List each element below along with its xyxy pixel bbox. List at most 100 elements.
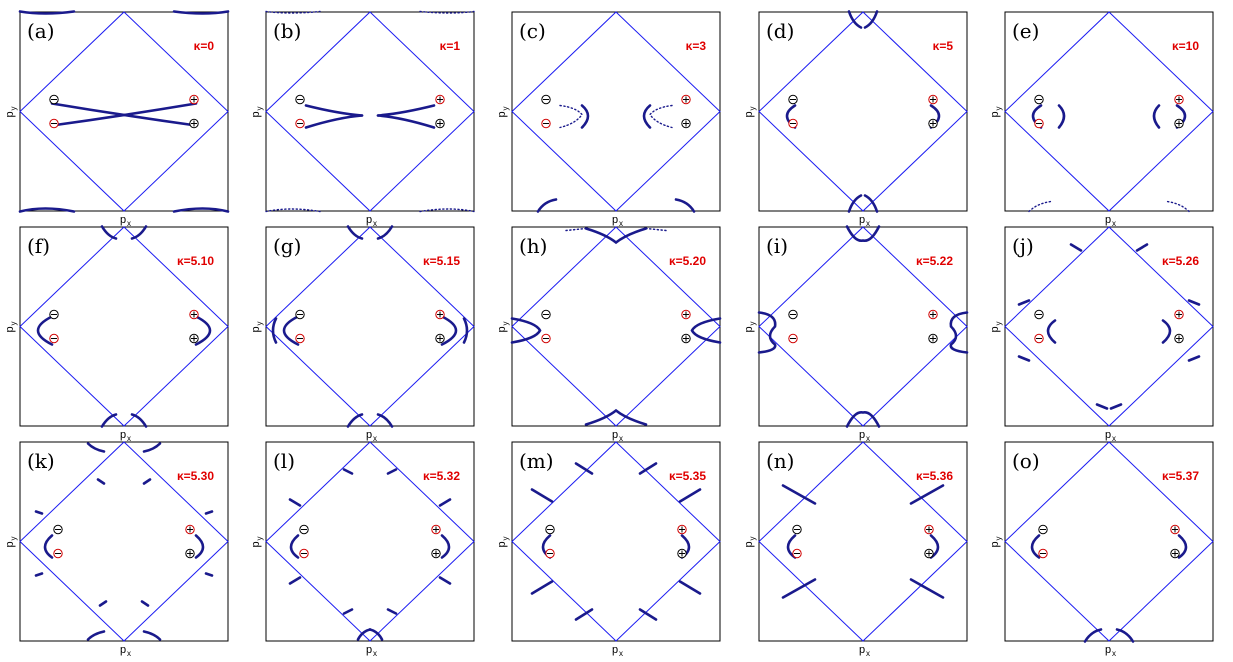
- brillouin-zone: [265, 226, 475, 427]
- minus-node-icon: [295, 333, 305, 344]
- fermi-arc: [674, 198, 696, 213]
- x-axis-label: p: [366, 214, 372, 226]
- brillouin-zone: [265, 441, 475, 642]
- fermi-arc: [1152, 104, 1161, 129]
- fermi-arc: [574, 462, 594, 475]
- fermi-surface: [18, 10, 230, 213]
- fermi-arc: [584, 227, 648, 245]
- plus-node-icon: [928, 94, 938, 105]
- plus-node-icon: [185, 548, 195, 559]
- plus-node-icon: [185, 524, 195, 535]
- fermi-arc: [1069, 243, 1083, 252]
- y-axis-main: p: [250, 326, 262, 332]
- fermi-arc: [98, 600, 108, 607]
- fermi-arc: [376, 114, 436, 129]
- y-axis-main: p: [496, 541, 508, 547]
- minus-node-icon: [1034, 309, 1044, 320]
- fermi-arc: [130, 225, 148, 240]
- y-axis-main: p: [250, 111, 262, 117]
- fermi-arc: [1083, 628, 1103, 643]
- kappa-label: κ=10: [1172, 39, 1199, 53]
- x-axis-label: p: [120, 644, 126, 656]
- panel-tag: (f): [27, 234, 50, 258]
- fermi-arc: [419, 208, 475, 213]
- kappa-label: κ=5: [933, 39, 954, 53]
- x-axis-label: p: [612, 214, 618, 226]
- x-axis-label: p: [1105, 214, 1111, 226]
- kappa-label: κ=5.26: [1162, 254, 1199, 268]
- plus-node-icon: [1174, 309, 1184, 320]
- fermi-arc: [863, 194, 879, 213]
- plus-node-icon: [677, 548, 687, 559]
- fermi-arc: [100, 225, 118, 240]
- brillouin-zone: [758, 226, 968, 427]
- plus-node-icon: [924, 524, 934, 535]
- fermi-arc: [642, 104, 652, 129]
- fermi-arc: [140, 600, 150, 607]
- fermi-arc: [690, 317, 722, 344]
- y-axis-subscript: y: [994, 322, 1003, 326]
- brillouin-zone: [758, 441, 968, 642]
- fermi-surface: [34, 442, 214, 641]
- fermi-arc: [638, 462, 658, 475]
- brillouin-zone: [511, 226, 721, 427]
- minus-node-icon: [49, 309, 59, 320]
- fermi-arc: [386, 608, 398, 615]
- panel-tag: (i): [766, 234, 788, 258]
- plus-node-icon: [681, 118, 691, 129]
- fermi-arc: [282, 315, 300, 346]
- y-axis-label: py: [496, 107, 510, 118]
- panel-tag: (h): [519, 234, 548, 258]
- x-axis-subscript: x: [1112, 219, 1116, 228]
- x-axis-label: p: [859, 429, 865, 441]
- plus-node-icon: [681, 94, 691, 105]
- fermi-surface: [510, 227, 722, 426]
- y-axis-label: py: [250, 107, 264, 118]
- fermi-arc: [342, 468, 354, 475]
- y-axis-subscript: y: [9, 322, 18, 326]
- y-axis-main: p: [743, 326, 755, 332]
- plus-node-icon: [435, 94, 445, 105]
- minus-node-icon: [1034, 118, 1044, 129]
- fermi-arc: [847, 10, 863, 29]
- fermi-arc: [781, 484, 817, 505]
- y-axis-label: py: [250, 322, 264, 333]
- kappa-label: κ=1: [440, 39, 461, 53]
- fermi-surface: [781, 484, 945, 599]
- y-axis-label: py: [989, 107, 1003, 118]
- fermi-arc: [265, 208, 321, 213]
- y-axis-subscript: y: [501, 107, 510, 111]
- x-axis-subscript: x: [866, 649, 870, 658]
- minus-node-icon: [49, 118, 59, 129]
- y-axis-label: py: [496, 322, 510, 333]
- x-axis-label: p: [612, 429, 618, 441]
- panel-tag: (l): [273, 449, 295, 473]
- fermi-surface: [36, 225, 212, 428]
- minus-node-icon: [545, 524, 555, 535]
- minus-node-icon: [1038, 524, 1048, 535]
- fermi-surface: [530, 462, 702, 621]
- fermi-arc: [172, 10, 230, 15]
- fermi-surface: [785, 10, 941, 213]
- fermi-surface: [265, 10, 475, 213]
- fermi-arc: [376, 413, 394, 428]
- brillouin-zone: [19, 11, 229, 212]
- minus-node-icon: [1038, 548, 1048, 559]
- plus-node-icon: [928, 309, 938, 320]
- fermi-arc: [265, 10, 321, 14]
- panel-tag: (m): [519, 449, 554, 473]
- fermi-arc: [271, 317, 278, 344]
- fermi-arc: [580, 104, 590, 129]
- fermi-arc: [863, 10, 879, 29]
- fermi-surface: [271, 225, 469, 428]
- fermi-arc: [172, 207, 230, 213]
- fermi-arc: [909, 484, 945, 505]
- minus-node-icon: [788, 309, 798, 320]
- panel-tag: (g): [273, 234, 301, 258]
